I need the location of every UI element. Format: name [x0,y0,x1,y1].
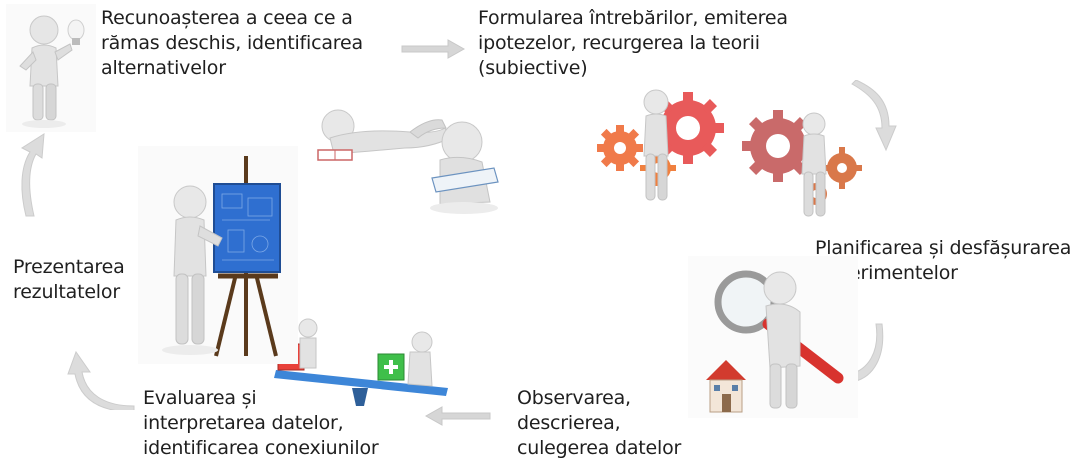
figure-gears-icon [594,86,724,211]
figures-seesaw-icon [272,318,452,416]
gears-pair-icon [732,108,862,228]
curved-arrow-up-icon [8,132,48,217]
step-presentation-label: Prezentarea rezultatelor [13,256,125,303]
figures-reading-icon [300,98,500,218]
step-questions-label: Formularea întrebărilor, emiterea ipotez… [478,7,788,79]
curved-arrow-up-left-icon [66,350,136,410]
figure-magnifier-icon [688,256,858,418]
step-recognize-label: Recunoașterea a ceea ce a rămas deschis,… [101,7,363,79]
step-evaluation-label: Evaluarea și interpretarea datelor, iden… [143,387,379,459]
arrow-right-icon [400,38,466,60]
curved-arrow-down-icon [848,80,898,155]
step-observation-label: Observarea, descrierea, culegerea datelo… [517,387,682,459]
figure-easel-icon [138,146,298,364]
figure-lightbulb-icon [6,4,96,132]
arrow-left-icon [424,405,492,427]
